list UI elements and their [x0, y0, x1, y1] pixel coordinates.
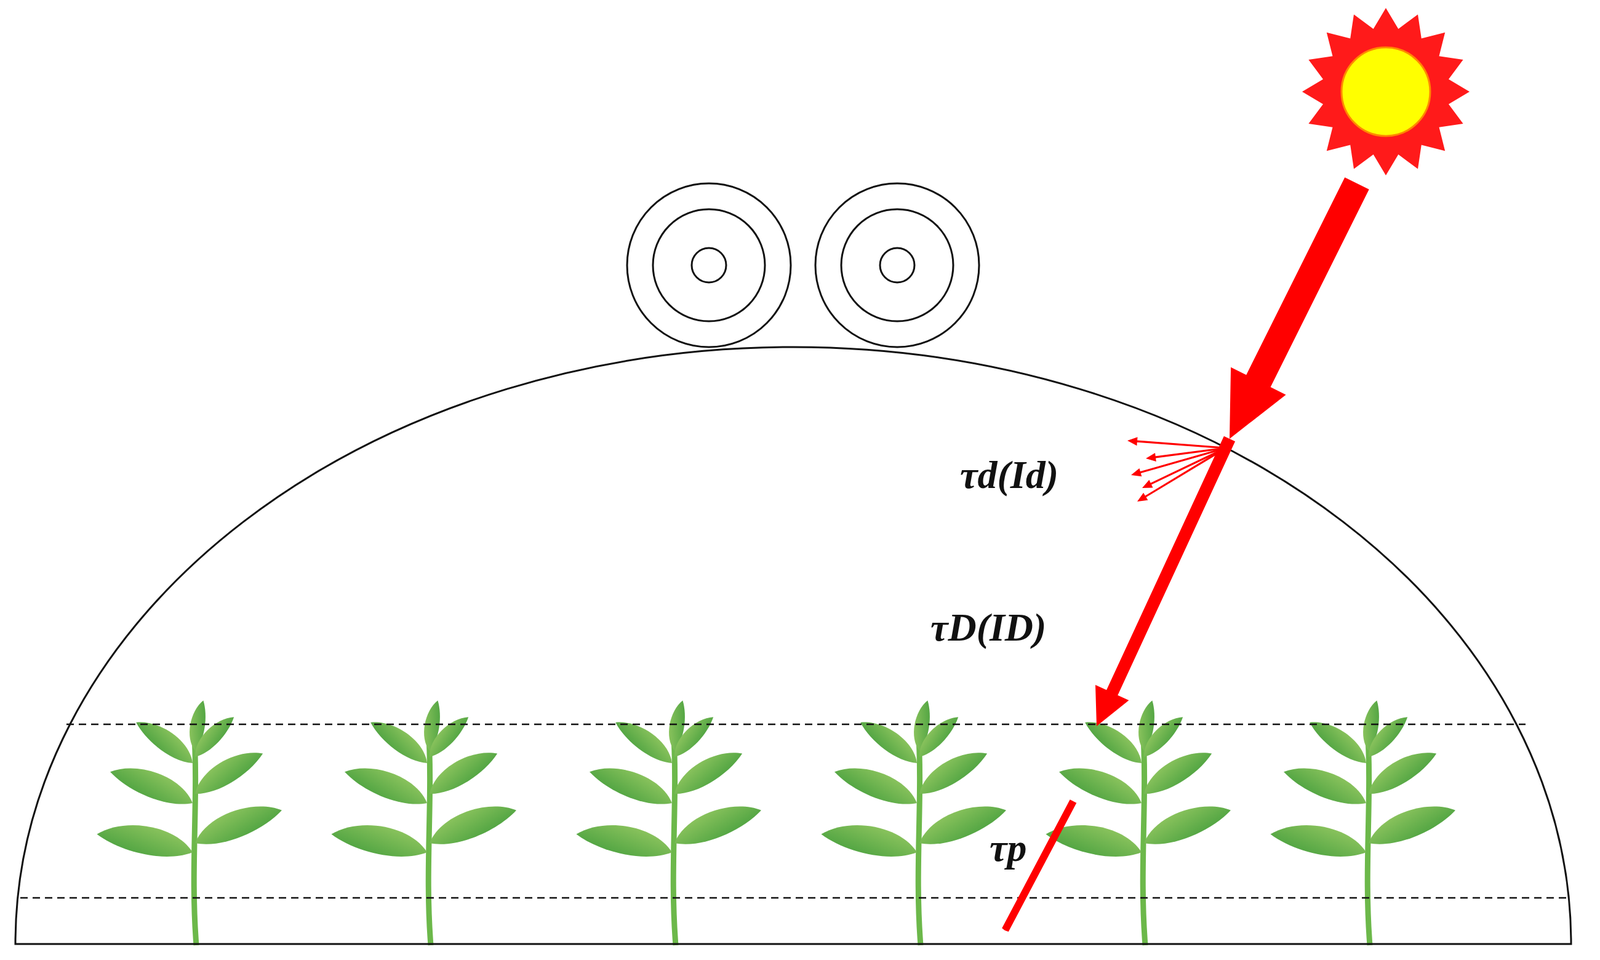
direct-beam: [1095, 436, 1236, 727]
plant: [574, 698, 766, 946]
plant: [819, 698, 1011, 946]
diffuse-ray: [1127, 436, 1226, 449]
plant: [95, 698, 287, 946]
plant-row: [95, 698, 1460, 946]
light-rays: [1001, 177, 1370, 932]
sun-disc: [1341, 47, 1431, 136]
diffuse-ray: [1142, 447, 1227, 488]
sun-rays: [1302, 8, 1470, 176]
direct-transmittance-label: τD(ID): [930, 606, 1047, 650]
canopy-top-line: [66, 723, 1526, 726]
diffuse-transmittance-label: τd(Id): [960, 453, 1059, 497]
label-text: τd(Id): [960, 452, 1059, 497]
plant: [1268, 698, 1460, 946]
film-rolls: [627, 183, 980, 348]
greenhouse-arch: [15, 347, 1572, 944]
diffuse-ray: [1145, 446, 1226, 462]
label-text: τp: [989, 825, 1027, 870]
plant: [329, 698, 521, 946]
diffuse-ray: [1131, 447, 1226, 477]
sun-symbol: [1302, 8, 1470, 176]
incident-beam: [1229, 177, 1370, 439]
label-text: τD(ID): [930, 605, 1047, 650]
canopy-transmittance-label: τp: [989, 826, 1027, 870]
plant: [1044, 698, 1236, 946]
diffuse-ray: [1137, 447, 1227, 502]
canopy-bottom-line: [20, 897, 1567, 900]
